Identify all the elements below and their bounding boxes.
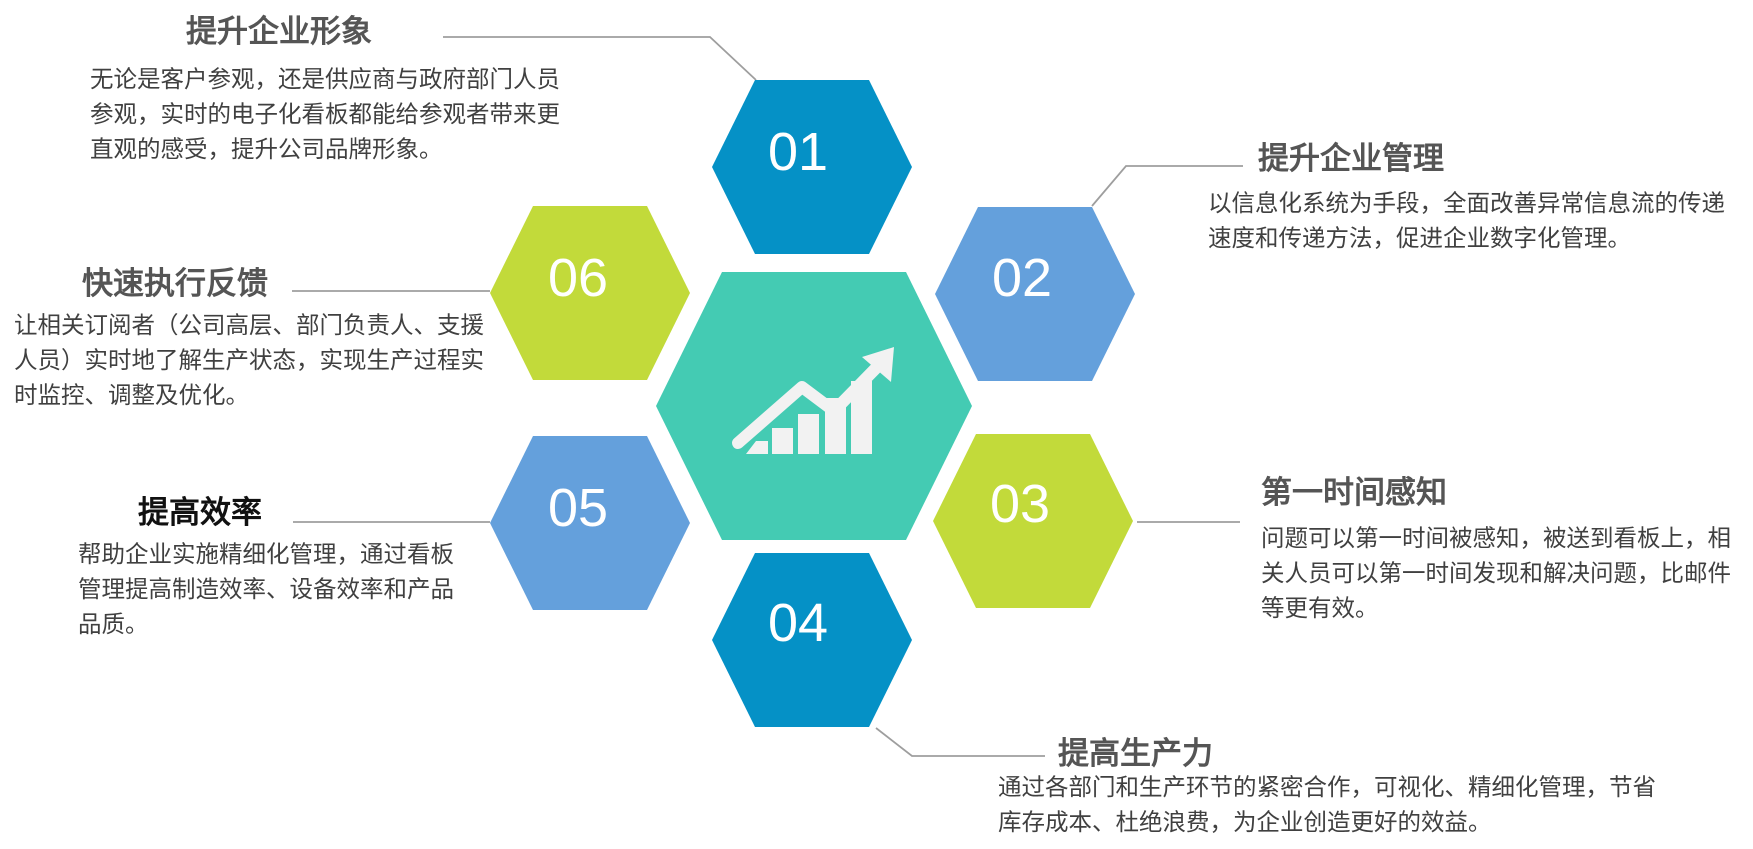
- hexagon-03: 03: [933, 434, 1133, 608]
- hexagon-number: 03: [990, 474, 1050, 534]
- block-first-time-awareness: 第一时间感知 问题可以第一时间被感知，被送到看板上，相关人员可以第一时间发现和解…: [1261, 473, 1749, 626]
- block-text: 无论是客户参观，还是供应商与政府部门人员参观，实时的电子化看板都能给参观者带来更…: [90, 65, 560, 163]
- block-text: 以信息化系统为手段，全面改善异常信息流的传递速度和传递方法，促进企业数字化管理。: [1208, 189, 1725, 252]
- block-text: 帮助企业实施精细化管理，通过看板管理提高制造效率、设备效率和产品品质。: [78, 540, 454, 638]
- block-title: 提高效率: [138, 495, 262, 531]
- connector-line-02: [1091, 165, 1243, 207]
- block-productivity: 提高生产力 通过各部门和生产环节的紧密合作，可视化、精细化管理，节省库存成本、杜…: [998, 734, 1668, 840]
- hexagon-04: 04: [712, 553, 912, 727]
- hexagon-01: 01: [712, 80, 912, 254]
- block-title: 第一时间感知: [1261, 475, 1447, 511]
- hexagon-06: 06: [490, 206, 690, 380]
- hexagon-number: 02: [992, 248, 1052, 308]
- block-title: 快速执行反馈: [82, 266, 268, 302]
- hexagon-number: 04: [768, 593, 828, 653]
- block-text: 问题可以第一时间被感知，被送到看板上，相关人员可以第一时间发现和解决问题，比邮件…: [1261, 524, 1731, 622]
- block-title: 提高生产力: [1058, 736, 1213, 772]
- connector-line-04: [875, 727, 1045, 757]
- connector-lines: [292, 36, 1243, 757]
- hexagon-05: 05: [490, 436, 690, 610]
- hexagon-number: 01: [768, 122, 828, 182]
- block-enterprise-management: 提升企业管理 以信息化系统为手段，全面改善异常信息流的传递速度和传递方法，促进企…: [1208, 139, 1748, 256]
- hexagon-02: 02: [935, 207, 1135, 381]
- block-fast-feedback: 快速执行反馈 让相关订阅者（公司高层、部门负责人、支援人员）实时地了解生产状态，…: [14, 264, 484, 413]
- block-efficiency: 提高效率 帮助企业实施精细化管理，通过看板管理提高制造效率、设备效率和产品品质。: [78, 493, 474, 642]
- block-text: 让相关订阅者（公司高层、部门负责人、支援人员）实时地了解生产状态，实现生产过程实…: [14, 311, 484, 409]
- growth-bar-chart-arrow-icon: [732, 347, 894, 454]
- hexagon-number: 06: [548, 248, 608, 308]
- block-enterprise-image: 提升企业形象 无论是客户参观，还是供应商与政府部门人员参观，实时的电子化看板都能…: [90, 12, 570, 167]
- block-title: 提升企业管理: [1258, 141, 1444, 177]
- block-text: 通过各部门和生产环节的紧密合作，可视化、精细化管理，节省库存成本、杜绝浪费，为企…: [998, 773, 1656, 836]
- connector-line-01: [443, 36, 757, 81]
- block-title: 提升企业形象: [186, 14, 372, 50]
- hexagon-number: 05: [548, 478, 608, 538]
- center-hexagon: [656, 272, 972, 540]
